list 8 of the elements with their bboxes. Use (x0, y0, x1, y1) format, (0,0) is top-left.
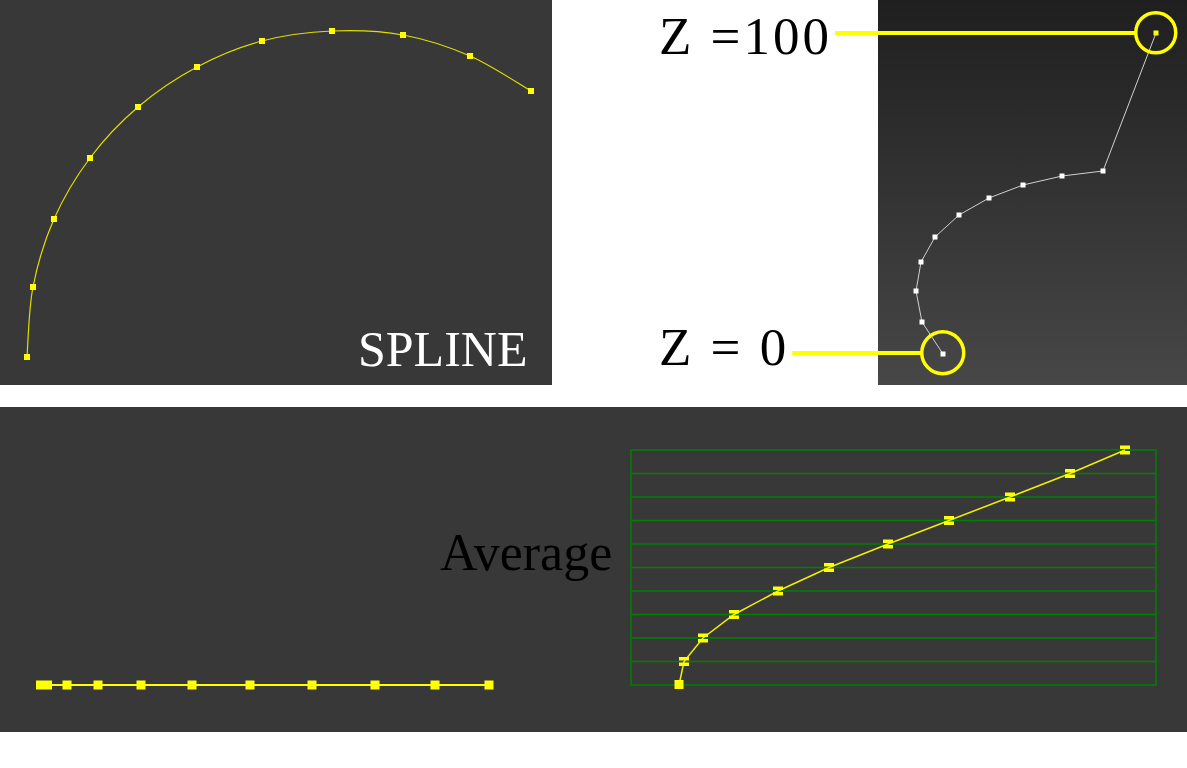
leader-line (792, 351, 922, 355)
panel-caption: SPLINE (358, 324, 528, 374)
leader-line (835, 31, 1136, 35)
value-label: Z = 0 (659, 321, 790, 374)
value-label: Z =100 (659, 10, 832, 63)
highlight-ring (1133, 10, 1179, 56)
highlight-ring (919, 329, 967, 377)
chart-caption: Average (440, 527, 613, 579)
